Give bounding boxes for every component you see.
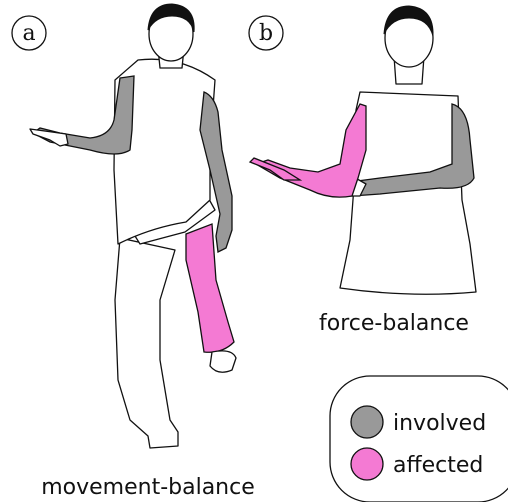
figure-a-foot	[210, 351, 236, 372]
legend-swatch-involved	[351, 406, 383, 438]
legend-label-involved: involved	[393, 411, 486, 436]
legend-item-affected: affected	[351, 448, 483, 480]
panel-a-caption: movement-balance	[41, 475, 255, 500]
legend-label-affected: affected	[393, 453, 483, 478]
figure-b	[250, 6, 476, 294]
panel-a-letter: a	[22, 21, 35, 46]
figure-a-left-arm	[33, 76, 134, 154]
panel-b-letter: b	[259, 21, 273, 46]
legend-swatch-affected	[351, 448, 383, 480]
panel-b-caption: force-balance	[319, 311, 469, 336]
figure-a	[30, 4, 236, 448]
legend-item-involved: involved	[351, 406, 486, 438]
panel-a: a movement-balance	[12, 4, 255, 500]
figure-b-left-arm	[256, 104, 366, 197]
legend: involved affected	[330, 376, 508, 502]
legend-box	[330, 376, 508, 502]
panel-b: b force-balance	[249, 6, 476, 336]
figure-a-left-hand	[30, 129, 68, 146]
figure-a-standing-leg	[115, 238, 178, 448]
